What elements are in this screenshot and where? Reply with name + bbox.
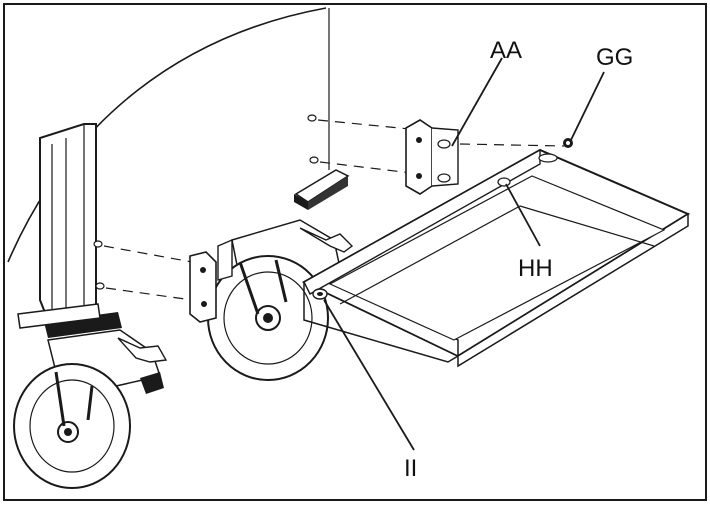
label-aa: AA bbox=[490, 37, 522, 64]
zoom-circle-outline bbox=[7, 7, 327, 263]
label-ii: II bbox=[404, 455, 417, 482]
cart-frame bbox=[17, 8, 330, 338]
label-gg: GG bbox=[596, 44, 633, 71]
shelf-tray bbox=[301, 148, 691, 368]
upper-latch bbox=[294, 169, 350, 210]
leader-lines bbox=[323, 57, 605, 451]
rear-wheel-assembly bbox=[207, 219, 354, 381]
front-wheel-assembly bbox=[13, 329, 168, 489]
alignment-dashed-lines bbox=[103, 119, 565, 301]
label-hh: HH bbox=[518, 255, 553, 282]
cart-screw-holes bbox=[93, 114, 319, 290]
wall-bracket bbox=[405, 119, 459, 195]
rear-mounting-bracket bbox=[189, 251, 217, 323]
